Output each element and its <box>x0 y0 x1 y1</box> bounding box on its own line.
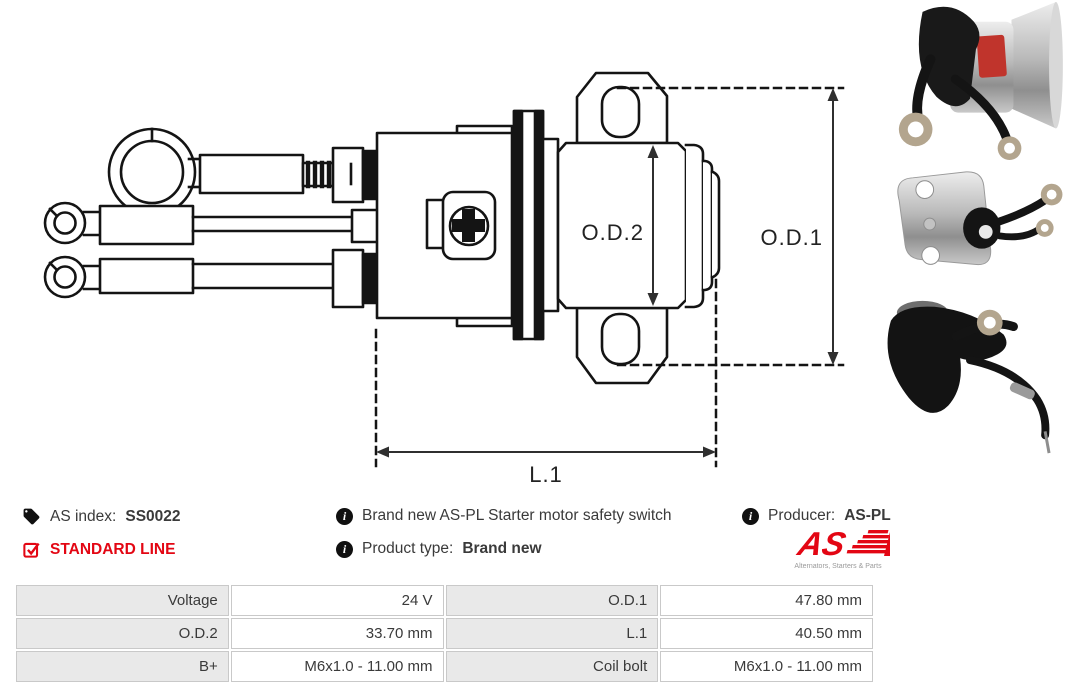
dim-label-l1: L.1 <box>529 462 563 487</box>
spec-value: 40.50 mm <box>660 618 873 649</box>
info-icon: i <box>336 507 353 525</box>
product-type-row: i Product type: Brand new <box>336 540 542 558</box>
spec-label: Coil bolt <box>445 651 659 682</box>
product-photo-gallery <box>860 0 1080 470</box>
spec-label: O.D.1 <box>445 585 659 616</box>
standard-line-label: STANDARD LINE <box>50 540 176 558</box>
product-photo-rear[interactable] <box>860 291 1080 459</box>
standard-line-row: STANDARD LINE <box>22 540 175 559</box>
producer-label: Producer: <box>768 507 836 524</box>
technical-diagram: O.D.1 O.D.2 L.1 <box>43 71 845 487</box>
terminal-block-3 <box>331 248 365 309</box>
spec-value: M6x1.0 - 11.00 mm <box>660 651 873 682</box>
cable-sleeve-1 <box>198 153 305 195</box>
product-type-label: Product type: <box>362 540 454 557</box>
as-index-value: SS0022 <box>125 507 181 525</box>
dim-label-od1: O.D.1 <box>761 225 823 250</box>
spec-value: 33.70 mm <box>230 618 444 649</box>
producer-value: AS-PL <box>844 507 891 524</box>
as-index-row: AS index: SS0022 <box>22 507 181 526</box>
info-icon: i <box>742 507 759 525</box>
description-row: i Brand new AS-PL Starter motor safety s… <box>336 507 672 525</box>
logo-tagline: Alternators, Starters & Parts <box>794 563 882 570</box>
tag-icon <box>23 508 40 525</box>
product-description: Brand new AS-PL Starter motor safety swi… <box>362 507 672 524</box>
product-photo-bracket[interactable] <box>860 167 1080 287</box>
spec-label: Voltage <box>16 585 229 616</box>
spec-table: Voltage 24 V O.D.1 47.80 mm O.D.2 33.70 … <box>14 583 875 684</box>
table-row: Voltage 24 V O.D.1 47.80 mm <box>16 585 873 616</box>
phillips-screw-icon <box>452 209 485 242</box>
table-row: B+ M6x1.0 - 11.00 mm Coil bolt M6x1.0 - … <box>16 651 873 682</box>
checkbox-check-icon <box>23 542 40 558</box>
dim-label-od2: O.D.2 <box>582 220 644 245</box>
spec-value: 47.80 mm <box>660 585 873 616</box>
spec-value: 24 V <box>230 585 444 616</box>
as-index-label: AS index: <box>50 507 117 525</box>
bracket-hole-bottom <box>600 312 641 366</box>
spec-label: B+ <box>16 651 229 682</box>
cable-sleeve-2 <box>98 204 195 246</box>
terminal-block-2 <box>350 208 380 244</box>
logo-text: AS <box>793 526 849 562</box>
spec-value: M6x1.0 - 11.00 mm <box>230 651 444 682</box>
bracket-hole-top <box>600 85 641 139</box>
cable-sleeve-3 <box>98 257 195 295</box>
product-photo-solenoid[interactable] <box>860 0 1080 163</box>
as-pl-logo: AS Alternators, Starters & Parts <box>793 526 890 570</box>
info-icon: i <box>336 540 353 558</box>
producer-row: i Producer: AS-PL <box>742 507 891 525</box>
spec-label: L.1 <box>445 618 659 649</box>
terminal-block-1 <box>331 146 365 204</box>
table-row: O.D.2 33.70 mm L.1 40.50 mm <box>16 618 873 649</box>
product-type-value: Brand new <box>462 540 542 557</box>
spec-label: O.D.2 <box>16 618 229 649</box>
